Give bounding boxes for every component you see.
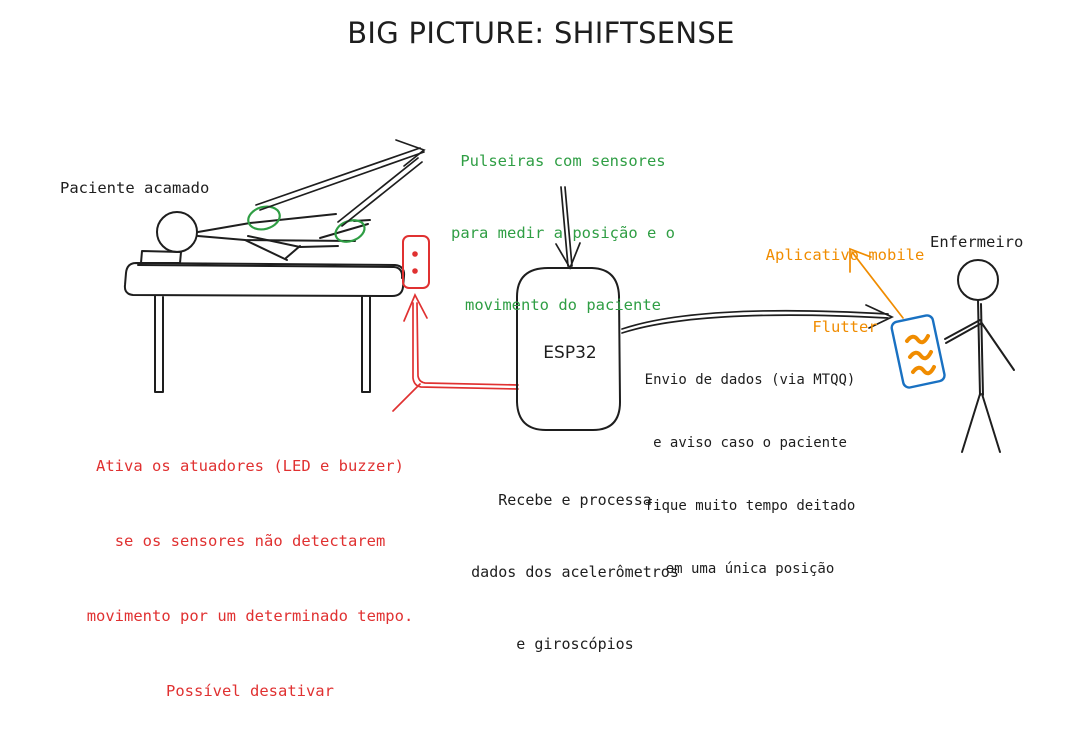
process-label: Recebe e processa dados dos acelerômetro…: [455, 440, 695, 680]
bracelet-label-line: Pulseiras com sensores: [460, 152, 666, 170]
patient-label: Paciente acamado: [60, 179, 210, 197]
actuator-label-line: Possível desativar: [166, 682, 334, 700]
actuator-label-line: Ativa os atuadores (LED e buzzer): [96, 457, 404, 475]
app-label-line: Aplicativo mobile: [765, 246, 925, 264]
actuator-label: Ativa os atuadores (LED e buzzer) se os …: [52, 404, 448, 729]
process-label-line: e giroscópios: [516, 635, 634, 653]
bracelet-label-line: movimento do paciente: [465, 296, 661, 314]
send-data-line: e aviso caso o paciente: [653, 435, 847, 451]
actuator-label-line: movimento por um determinado tempo.: [86, 607, 414, 625]
led-icon: [412, 251, 418, 257]
nurse-figure: [944, 259, 1015, 453]
app-label: Aplicativo mobile Flutter: [760, 195, 930, 363]
bracelet-arrows: [255, 139, 426, 227]
process-label-line: Recebe e processa: [498, 491, 652, 509]
esp32-to-actuator-arrow: [392, 293, 519, 412]
process-label-line: dados dos acelerômetros: [471, 563, 679, 581]
esp32-board: [516, 267, 622, 431]
bed: [123, 262, 406, 393]
page-title: BIG PICTURE: SHIFTSENSE: [347, 16, 735, 50]
mobile-phone-icon: [890, 314, 946, 389]
actuator-label-line: se os sensores não detectarem: [114, 532, 386, 550]
bracelet-label: Pulseiras com sensores para medir a posi…: [418, 101, 708, 341]
actuator-device: [402, 235, 430, 289]
esp32-label: ESP32: [543, 343, 597, 363]
buzzer-icon: [412, 268, 418, 274]
send-data-line: Envio de dados (via MTQQ): [644, 372, 856, 388]
phone-to-app-arrow: [849, 247, 904, 319]
bracelet-left-icon: [247, 205, 281, 231]
app-label-line: Flutter: [812, 318, 878, 336]
bracelet-label-line: para medir a posição e o: [451, 224, 675, 242]
send-data-line: fique muito tempo deitado: [644, 498, 856, 514]
diagram-canvas: [123, 139, 1015, 453]
nurse-label: Enfermeiro: [930, 233, 1024, 251]
esp32-to-phone-arrow: [621, 304, 894, 334]
